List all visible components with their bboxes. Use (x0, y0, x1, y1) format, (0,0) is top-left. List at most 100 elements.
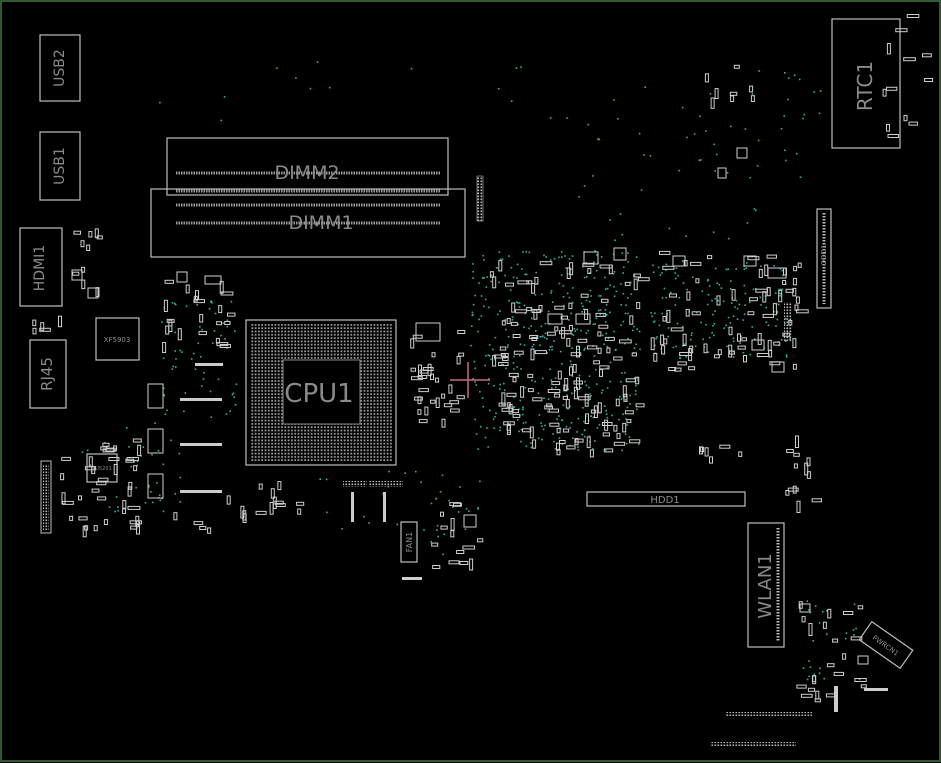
via (117, 509, 120, 512)
via (568, 296, 571, 299)
via (593, 355, 596, 357)
smd-pad (418, 364, 422, 378)
via (681, 106, 684, 109)
smd-pad (492, 355, 497, 367)
via (494, 336, 497, 339)
via (783, 334, 785, 337)
via (162, 463, 165, 466)
smd-pad (633, 278, 638, 291)
via (114, 510, 116, 513)
via (635, 384, 637, 387)
hdmi1-label: HDMI1 (32, 245, 48, 291)
via (174, 303, 177, 306)
via (626, 424, 628, 426)
smd-pad (650, 337, 655, 351)
component-body (463, 514, 477, 528)
smd-pad (553, 393, 561, 398)
via (436, 525, 439, 527)
via (185, 305, 188, 307)
smd-pad (573, 380, 583, 385)
via (780, 127, 783, 130)
via (619, 213, 622, 215)
via (233, 396, 235, 399)
via (729, 288, 732, 290)
via (524, 273, 526, 276)
via (621, 372, 623, 374)
smd-pad (498, 362, 509, 366)
via (584, 347, 586, 350)
smd-pad (663, 338, 668, 345)
smd-pad (544, 405, 553, 410)
via (558, 415, 560, 417)
smd-pad (503, 421, 515, 426)
smd-pad (766, 287, 771, 297)
smd-pad (570, 352, 582, 357)
via (498, 251, 501, 253)
via (569, 360, 572, 363)
via (588, 300, 591, 303)
smd-pad (599, 365, 610, 370)
via (518, 306, 521, 308)
smd-pad (556, 427, 561, 434)
via (499, 388, 501, 390)
rj45-label: RJ45 (38, 357, 56, 391)
smd-pad (410, 338, 415, 349)
via (728, 349, 731, 352)
via (540, 325, 543, 328)
via (702, 338, 704, 341)
component-body (717, 167, 727, 179)
via (549, 117, 552, 119)
via (574, 330, 577, 332)
via (558, 282, 561, 285)
via (730, 280, 732, 282)
smd-pad (532, 439, 537, 449)
via (606, 387, 609, 389)
smd-pad (762, 291, 767, 303)
smd-pad (796, 500, 801, 514)
via (634, 390, 637, 392)
crosshair-cursor-icon (450, 362, 490, 398)
via (640, 189, 643, 191)
via (701, 290, 704, 292)
via (478, 282, 480, 284)
via (624, 399, 627, 401)
via (583, 349, 585, 351)
via (542, 377, 544, 380)
via (802, 667, 805, 669)
via (499, 258, 502, 261)
via (513, 396, 515, 398)
component-body (799, 603, 811, 613)
component-body (575, 313, 591, 325)
via (208, 308, 211, 310)
via (194, 368, 197, 370)
smd-pad (623, 393, 628, 402)
smd-pad (108, 457, 120, 461)
via (580, 329, 582, 332)
via (603, 405, 606, 407)
smd-pad (801, 616, 806, 623)
via (457, 511, 460, 513)
smd-pad (164, 279, 175, 284)
via (785, 159, 787, 162)
via (523, 326, 525, 329)
via (174, 493, 177, 495)
via (464, 528, 467, 531)
via (661, 272, 663, 274)
smd-pad (127, 505, 141, 510)
smd-pad (32, 319, 37, 327)
via (485, 286, 488, 288)
smd-pad (539, 261, 553, 266)
via (657, 266, 660, 269)
via (723, 327, 725, 329)
via (136, 460, 139, 463)
smd-pad (577, 338, 588, 343)
via (528, 327, 530, 330)
via (609, 284, 611, 287)
via (488, 344, 491, 346)
via (552, 301, 554, 303)
smd-pad (456, 395, 465, 400)
smd-pad (137, 444, 142, 457)
smd-pad (738, 451, 743, 457)
smd-pad (477, 538, 484, 543)
